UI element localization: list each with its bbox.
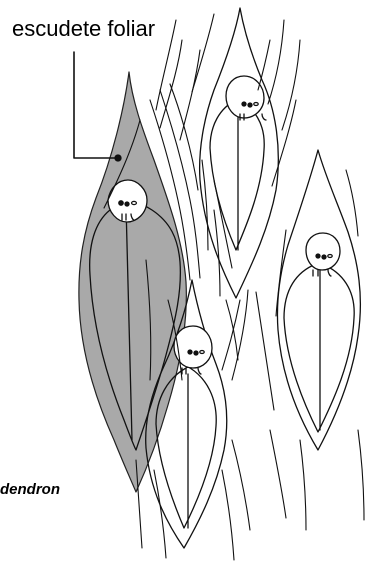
- ligule-pit: [306, 233, 340, 270]
- trace-dot: [242, 102, 246, 106]
- trace-dot: [188, 350, 192, 354]
- genus-label: dendron: [0, 481, 60, 498]
- highlighted-leaf-cushion: [79, 72, 186, 492]
- leaf-cushion-top: [200, 8, 279, 298]
- cushion-outline: [200, 8, 279, 298]
- parichnos-mark: [262, 114, 266, 120]
- trace-dot: [125, 202, 129, 206]
- trace-dot: [316, 254, 320, 258]
- cushion-outline: [277, 150, 360, 450]
- parichnos-mark: [313, 270, 318, 276]
- ligule-pit: [108, 180, 147, 222]
- callout-dot: [115, 155, 121, 161]
- trace-dot: [248, 103, 252, 107]
- parichnos-mark: [198, 368, 201, 374]
- scar-outline: [284, 263, 354, 432]
- trace-dot: [119, 201, 123, 205]
- ligule-pit: [226, 76, 264, 118]
- trace-dot: [322, 255, 326, 259]
- callout-label-escudete-foliar: escudete foliar: [12, 16, 155, 42]
- scar-outline: [210, 100, 264, 250]
- parichnos-mark: [328, 270, 331, 276]
- leaf-cushion-right: [277, 150, 360, 450]
- trace-dot: [194, 351, 198, 355]
